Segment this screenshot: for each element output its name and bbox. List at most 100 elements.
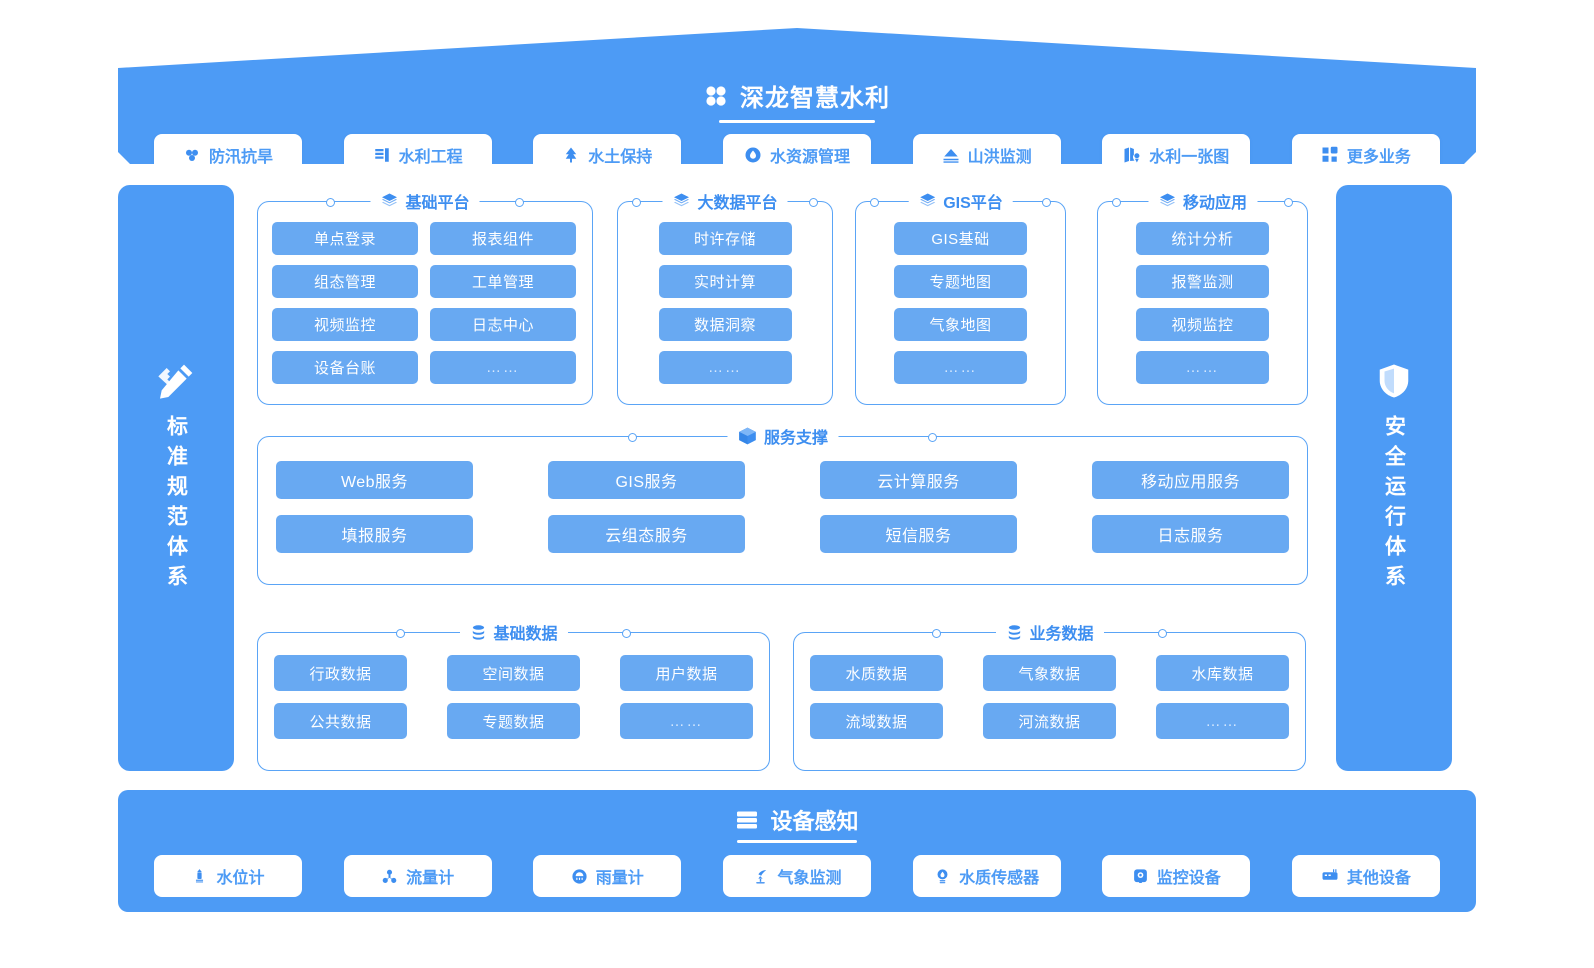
other-device-icon bbox=[1321, 867, 1339, 885]
nav-item-one-map[interactable]: 水利一张图 bbox=[1102, 134, 1251, 164]
data-cell[interactable]: 气象数据 bbox=[983, 655, 1116, 691]
service-cell[interactable]: Web服务 bbox=[276, 461, 473, 499]
service-cell[interactable]: 短信服务 bbox=[820, 515, 1017, 553]
device-item-other[interactable]: 其他设备 bbox=[1291, 855, 1440, 897]
item-cell[interactable]: 报表组件 bbox=[430, 222, 576, 255]
right-pillar-label: 安全运行体系 bbox=[1382, 415, 1406, 595]
data-cell[interactable]: 水质数据 bbox=[810, 655, 943, 691]
data-cell[interactable]: 专题数据 bbox=[447, 703, 580, 739]
panel-title: 移动应用 bbox=[1182, 195, 1248, 212]
left-pillar-standards: 标准规范体系 bbox=[118, 185, 234, 771]
item-cell[interactable]: 时许存储 bbox=[658, 222, 792, 255]
item-cell[interactable]: 数据洞察 bbox=[658, 308, 792, 341]
cube-icon bbox=[737, 426, 757, 446]
device-label: 雨量计 bbox=[595, 870, 644, 887]
item-cell[interactable]: 工单管理 bbox=[430, 265, 576, 298]
device-label: 其他设备 bbox=[1346, 870, 1411, 887]
connector-dot-right bbox=[1042, 197, 1051, 207]
item-cell[interactable]: 日志中心 bbox=[430, 308, 576, 341]
nav-label: 更多业务 bbox=[1346, 149, 1411, 166]
data-cell[interactable]: 用户数据 bbox=[620, 655, 753, 691]
panel-items: 单点登录 报表组件 组态管理 工单管理 视频监控 日志中心 设备台账 …… bbox=[258, 202, 592, 398]
header-title-group: 深龙智慧水利 bbox=[118, 78, 1476, 113]
panel-items: 统计分析 报警监测 视频监控 …… bbox=[1098, 202, 1307, 398]
item-cell[interactable]: 组态管理 bbox=[272, 265, 418, 298]
device-item-water-quality[interactable]: 水质传感器 bbox=[912, 855, 1061, 897]
item-cell[interactable]: 单点登录 bbox=[272, 222, 418, 255]
water-quality-sensor-icon bbox=[934, 868, 951, 885]
device-item-water-level[interactable]: 水位计 bbox=[154, 855, 302, 897]
device-item-weather[interactable]: 气象监测 bbox=[722, 855, 871, 897]
panel-title: 服务支撑 bbox=[763, 430, 829, 447]
item-cell-more[interactable]: …… bbox=[894, 351, 1027, 384]
service-cell[interactable]: 填报服务 bbox=[276, 515, 473, 553]
layers-icon bbox=[380, 192, 398, 210]
grid-more-icon bbox=[1321, 146, 1339, 164]
item-cell[interactable]: 设备台账 bbox=[272, 351, 418, 384]
nav-item-water-resource[interactable]: 水资源管理 bbox=[722, 134, 871, 164]
service-cell[interactable]: 云计算服务 bbox=[820, 461, 1017, 499]
item-cell[interactable]: 实时计算 bbox=[658, 265, 792, 298]
data-cell-more[interactable]: …… bbox=[1156, 703, 1289, 739]
item-cell[interactable]: 视频监控 bbox=[1136, 308, 1269, 341]
database-icon bbox=[469, 624, 486, 641]
nav-label: 防汛抗旱 bbox=[208, 149, 273, 166]
data-cell-more[interactable]: …… bbox=[620, 703, 753, 739]
panel-base-platform: 基础平台 单点登录 报表组件 组态管理 工单管理 视频监控 日志中心 设备台账 … bbox=[257, 189, 593, 405]
layers-icon bbox=[918, 192, 936, 210]
nav-item-soil-conservation[interactable]: 水土保持 bbox=[533, 134, 682, 164]
item-cell[interactable]: 视频监控 bbox=[272, 308, 418, 341]
item-cell[interactable]: 报警监测 bbox=[1136, 265, 1269, 298]
panel-header: 基础数据 bbox=[459, 620, 568, 644]
service-cell[interactable]: 移动应用服务 bbox=[1092, 461, 1289, 499]
nav-item-flash-flood[interactable]: 山洪监测 bbox=[912, 134, 1061, 164]
panel-header: 服务支撑 bbox=[726, 424, 839, 448]
panel-title: GIS平台 bbox=[943, 195, 1003, 212]
data-cell[interactable]: 行政数据 bbox=[274, 655, 407, 691]
item-cell-more[interactable]: …… bbox=[430, 351, 576, 384]
camera-icon bbox=[1132, 868, 1149, 885]
nav-item-more[interactable]: 更多业务 bbox=[1291, 134, 1440, 166]
panel-business-data: 业务数据 水质数据 气象数据 水库数据 流域数据 河流数据 …… bbox=[793, 620, 1306, 771]
item-cell-more[interactable]: …… bbox=[1136, 351, 1269, 384]
data-cell[interactable]: 流域数据 bbox=[810, 703, 943, 739]
layers-icon bbox=[1158, 192, 1176, 210]
connector-dot-left bbox=[628, 432, 637, 442]
service-cell[interactable]: 日志服务 bbox=[1092, 515, 1289, 553]
service-cell[interactable]: GIS服务 bbox=[548, 461, 745, 499]
item-cell[interactable]: 统计分析 bbox=[1136, 222, 1269, 255]
connector-dot-right bbox=[928, 432, 937, 442]
rain-gauge-icon bbox=[571, 868, 588, 885]
connector-dot-left bbox=[326, 197, 335, 207]
panel-header: 业务数据 bbox=[995, 620, 1104, 644]
service-cell[interactable]: 云组态服务 bbox=[548, 515, 745, 553]
item-cell[interactable]: 气象地图 bbox=[894, 308, 1027, 341]
nav-item-flood[interactable]: 防汛抗旱 bbox=[154, 134, 302, 166]
device-item-rain-gauge[interactable]: 雨量计 bbox=[533, 855, 682, 897]
nav-label: 水利工程 bbox=[398, 149, 463, 166]
panel-header: 基础平台 bbox=[370, 189, 480, 213]
four-petal-icon bbox=[704, 84, 728, 108]
item-cell-more[interactable]: …… bbox=[658, 351, 792, 384]
connector-dot-right bbox=[1158, 628, 1167, 638]
data-cell[interactable]: 水库数据 bbox=[1156, 655, 1289, 691]
item-cell[interactable]: 专题地图 bbox=[894, 265, 1027, 298]
flow-meter-icon bbox=[381, 868, 398, 885]
shield-icon bbox=[1375, 361, 1413, 401]
map-pin-icon bbox=[1123, 146, 1141, 164]
item-cell[interactable]: GIS基础 bbox=[894, 222, 1027, 255]
device-list: 水位计 流量计 bbox=[118, 855, 1476, 897]
data-cell[interactable]: 河流数据 bbox=[983, 703, 1116, 739]
connector-dot-left bbox=[932, 628, 941, 638]
device-title-group: 设备感知 bbox=[118, 804, 1476, 836]
nav-item-water-project[interactable]: 水利工程 bbox=[343, 134, 492, 166]
water-level-gauge-icon bbox=[191, 868, 208, 885]
device-item-camera[interactable]: 监控设备 bbox=[1102, 855, 1251, 897]
device-item-flow-meter[interactable]: 流量计 bbox=[343, 855, 492, 897]
device-section-title: 设备感知 bbox=[770, 809, 859, 834]
data-cell[interactable]: 公共数据 bbox=[274, 703, 407, 739]
panel-gis-platform: GIS平台 GIS基础 专题地图 气象地图 …… bbox=[855, 189, 1066, 405]
data-cell[interactable]: 空间数据 bbox=[447, 655, 580, 691]
server-rack-icon bbox=[735, 808, 759, 832]
